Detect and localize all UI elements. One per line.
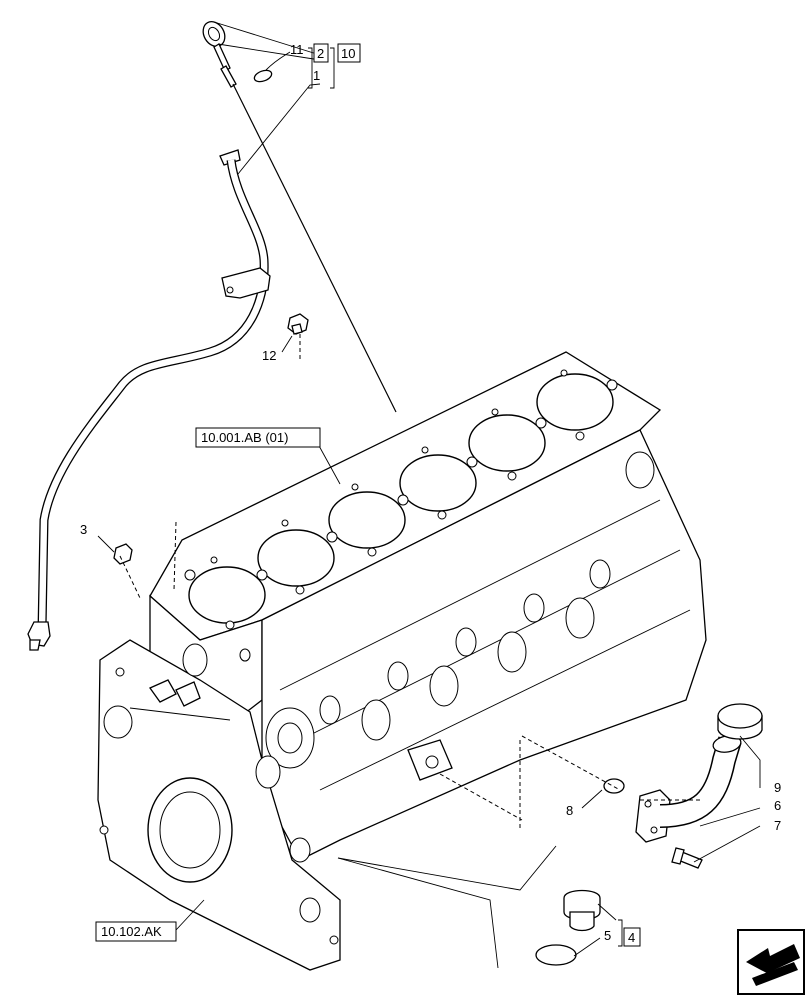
oil-filler-pipe [635,735,742,843]
callout-4: 4 [628,930,635,945]
callout-7: 7 [774,818,781,833]
dipstick-guide-tube [27,149,271,651]
drain-plug [563,889,601,932]
seal-ring-8 [603,778,625,794]
ref-crankcase[interactable]: 10.001.AB (01) [201,430,288,445]
filler-cap [717,703,763,740]
ref-front-cover[interactable]: 10.102.AK [101,924,162,939]
callout-6: 6 [774,798,781,813]
callout-9: 9 [774,780,781,795]
callout-8: 8 [566,803,573,818]
plug [113,543,133,565]
ref-crankcase-box[interactable] [195,427,321,448]
callout-2: 2 [317,46,324,61]
callout-12: 12 [262,348,276,363]
callout-5: 5 [604,928,611,943]
arrow-icon[interactable] [737,929,805,995]
engine-block [97,351,707,971]
seal-ring [253,69,273,83]
drain-plug-seal [535,944,577,966]
callout-2-box [313,43,329,63]
ref-front-cover-box[interactable] [95,921,177,942]
callout-10-box [337,43,361,63]
screw [287,313,309,335]
callout-4-box [623,927,641,947]
callout-3: 3 [80,522,87,537]
callout-11: 11 [290,42,304,57]
dipstick [202,21,397,413]
screw-7 [671,847,703,869]
callout-1: 1 [313,68,320,83]
callout-10: 10 [341,46,355,61]
